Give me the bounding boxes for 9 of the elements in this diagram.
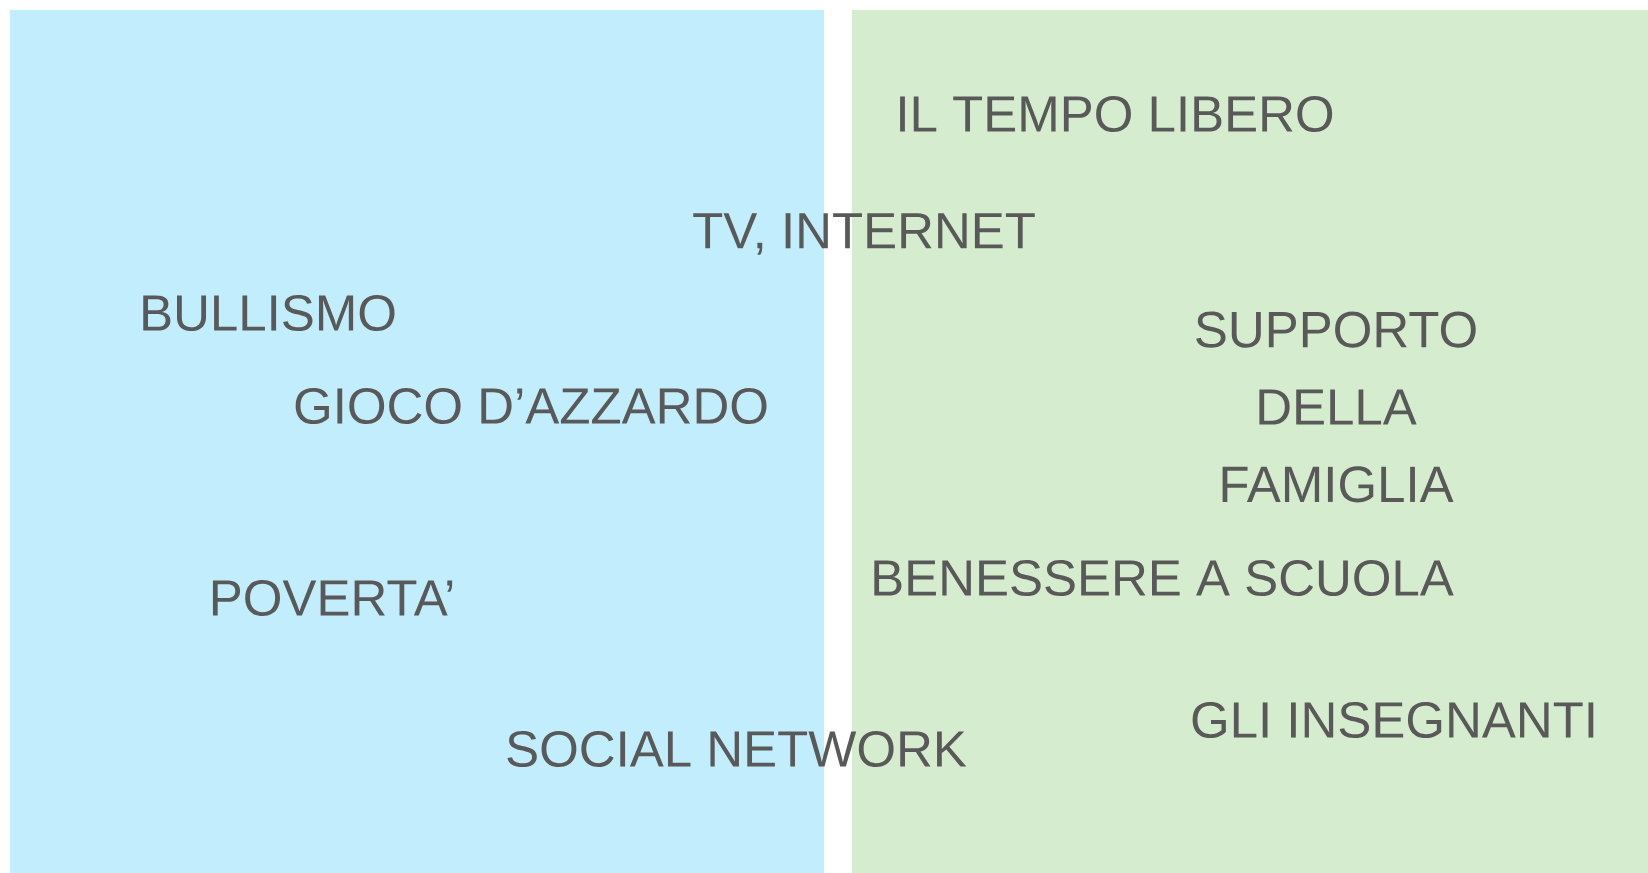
category-label: TV, INTERNET [693,213,1035,255]
category-label: BULLISMO [143,294,395,332]
category-label: SOCIAL NETWORK [507,730,967,768]
category-label: POVERTA’ [212,579,453,617]
category-label: BENESSERE A SCUOLA [874,559,1454,597]
category-label: IL TEMPO LIBERO [900,95,1333,133]
category-label: GIOCO D’AZZARDO [295,387,767,425]
category-label: GLI INSEGNANTI [1192,701,1594,739]
category-label: SUPPORTO DELLA FAMIGLIA [1196,311,1476,503]
